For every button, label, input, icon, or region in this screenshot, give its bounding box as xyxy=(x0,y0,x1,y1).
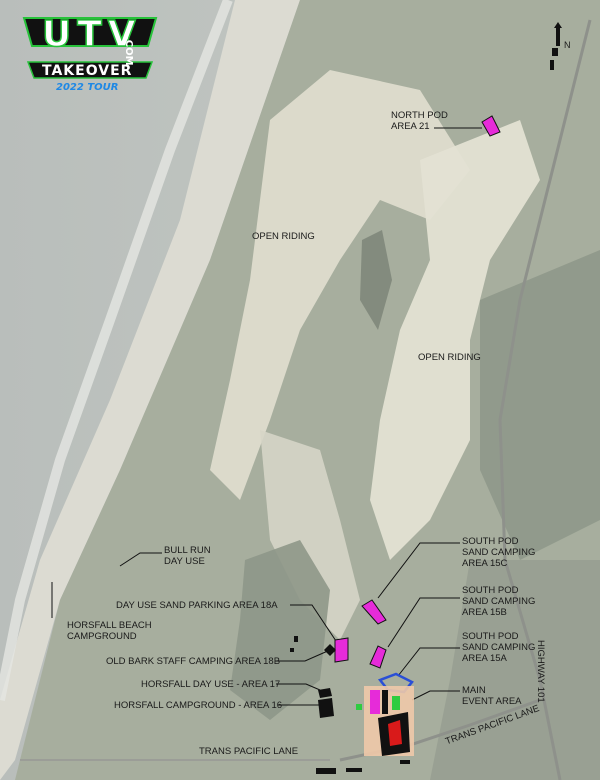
label-open-riding-2: OPEN RIDING xyxy=(418,352,481,363)
main-event-zone xyxy=(356,686,414,756)
logo-tour-text: 2022 TOUR xyxy=(56,82,119,93)
leader-15b xyxy=(387,597,460,648)
logo-dotcom-text: .COM xyxy=(123,36,134,66)
leader-17 xyxy=(276,683,321,691)
old-bark-18b-zone xyxy=(324,644,336,656)
leader-main xyxy=(411,690,460,701)
north-arrow: N xyxy=(544,20,580,76)
day-use-18a-zone xyxy=(334,637,349,663)
utv-takeover-logo: UTV .COM TAKEOVER 2022 TOUR xyxy=(20,13,160,100)
logo-utv-text: UTV xyxy=(41,13,142,56)
label-horsfall-day-use-17: HORSFALL DAY USE - AREA 17 xyxy=(141,679,281,690)
label-bull-run-day-use: BULL RUN DAY USE xyxy=(164,545,211,567)
north-pod-area-21-zone xyxy=(481,115,501,137)
beach xyxy=(0,0,300,780)
forest-east xyxy=(480,250,600,560)
label-north-pod-area-21: NORTH POD AREA 21 xyxy=(391,110,448,132)
leader-bull-run xyxy=(119,552,162,567)
horsfall-16-zone xyxy=(318,698,334,718)
horsfall-17-zone xyxy=(318,688,332,698)
label-south-pod-15c: SOUTH POD SAND CAMPING AREA 15C xyxy=(462,536,536,569)
leader-18a xyxy=(290,604,339,645)
south-15b-zone xyxy=(369,645,387,669)
south-15c-zone xyxy=(361,599,387,625)
logo-takeover-text: TAKEOVER xyxy=(42,63,133,79)
dunes-main xyxy=(210,70,470,500)
label-old-bark-18b: OLD BARK STAFF CAMPING AREA 18B xyxy=(106,656,281,667)
label-horsfall-campground-16: HORSFALL CAMPGROUND - AREA 16 xyxy=(114,700,283,711)
label-south-pod-15b: SOUTH POD SAND CAMPING AREA 15B xyxy=(462,585,536,618)
dunes-east xyxy=(370,120,540,560)
leader-15a xyxy=(397,647,460,677)
north-label: N xyxy=(564,40,571,50)
forest-west xyxy=(230,540,330,720)
label-open-riding-1: OPEN RIDING xyxy=(252,231,315,242)
highway-101-road xyxy=(498,19,592,780)
surf-line xyxy=(0,0,233,701)
leader-15c xyxy=(377,542,460,599)
label-south-pod-15a: SOUTH POD SAND CAMPING AREA 15A xyxy=(462,631,536,664)
label-horsfall-beach-campground: HORSFALL BEACH CAMPGROUND xyxy=(67,620,152,642)
label-highway-101: HIGHWAY 101 xyxy=(535,640,546,703)
leader-18b xyxy=(275,649,331,662)
label-trans-pacific-lane-1: TRANS PACIFIC LANE xyxy=(199,746,299,757)
dunes-south xyxy=(260,430,360,640)
lake xyxy=(360,230,392,330)
label-day-use-18a: DAY USE SAND PARKING AREA 18A xyxy=(116,600,278,611)
label-main-event-area: MAIN EVENT AREA xyxy=(462,685,522,707)
